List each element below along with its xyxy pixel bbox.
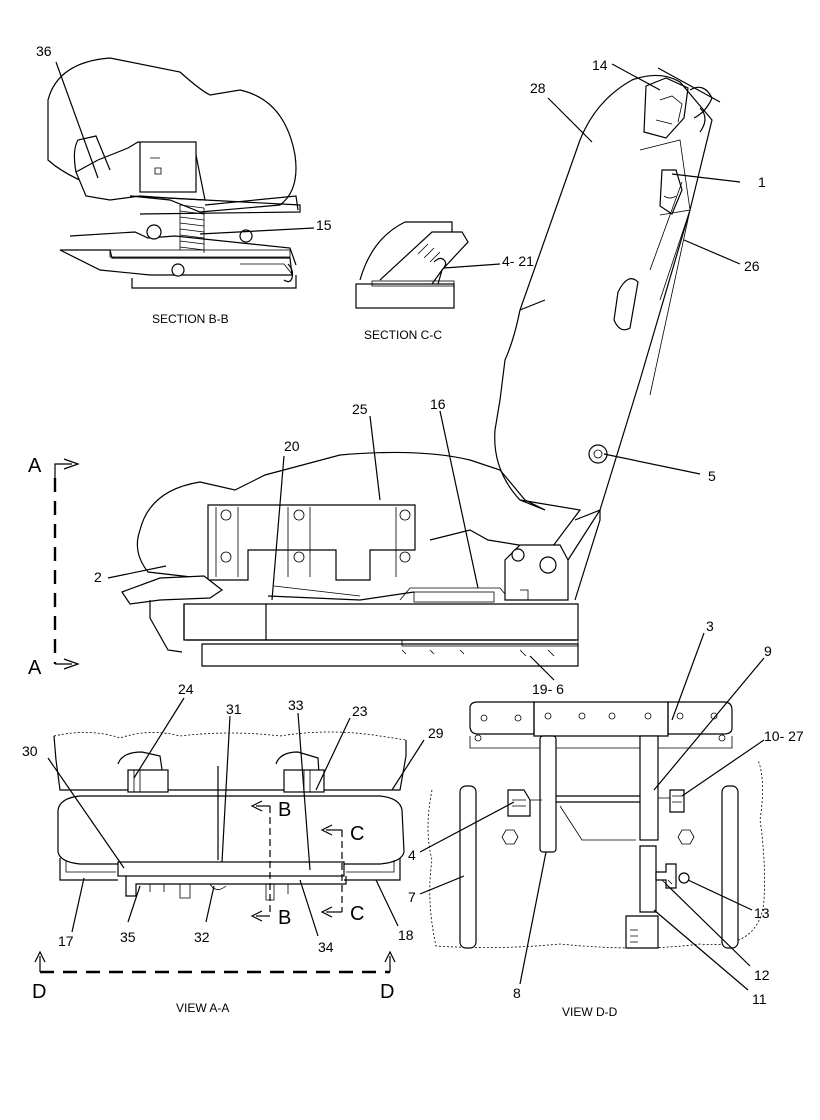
callout-1: 1 bbox=[758, 174, 766, 190]
leader-31 bbox=[221, 715, 231, 863]
leader-23 bbox=[315, 717, 351, 791]
callout-29: 29 bbox=[428, 725, 444, 741]
leader-34 bbox=[299, 879, 319, 937]
callout-4-21: 4- 21 bbox=[502, 253, 534, 269]
callout-17: 17 bbox=[58, 933, 74, 949]
callout-35: 35 bbox=[120, 929, 136, 945]
view-d-label-right: D bbox=[380, 981, 394, 1003]
leader-17 bbox=[71, 877, 85, 933]
leader-15 bbox=[199, 227, 315, 235]
callout-13: 13 bbox=[754, 905, 770, 921]
callout-33: 33 bbox=[288, 697, 304, 713]
section-b-b-caption: SECTION B-B bbox=[152, 312, 229, 326]
leader-26 bbox=[683, 239, 741, 265]
callout-12: 12 bbox=[754, 967, 770, 983]
view-a-label-top: A bbox=[28, 455, 42, 477]
leader-3 bbox=[671, 632, 705, 721]
callout-28: 28 bbox=[530, 80, 546, 96]
callout-32: 32 bbox=[194, 929, 210, 945]
leader-11 bbox=[653, 909, 749, 991]
leader-14 bbox=[657, 67, 721, 103]
view-c-label-upper: C bbox=[350, 823, 364, 845]
leader-4-21 bbox=[443, 263, 501, 269]
callout-9: 9 bbox=[764, 643, 772, 659]
callout-4: 4 bbox=[408, 847, 416, 863]
section-c-c-caption: SECTION C-C bbox=[364, 328, 442, 342]
leader-33 bbox=[297, 712, 311, 871]
leader-8 bbox=[519, 851, 547, 985]
leader-10-27 bbox=[681, 739, 765, 797]
callout-23: 23 bbox=[352, 703, 368, 719]
leader-9 bbox=[653, 657, 765, 791]
view-a-a-drawing bbox=[53, 731, 407, 901]
callout-10-27: 10- 27 bbox=[764, 728, 804, 744]
leader-36 bbox=[55, 61, 99, 179]
view-c-label-lower: C bbox=[350, 903, 364, 925]
view-d-d-caption: VIEW D-D bbox=[562, 1005, 618, 1019]
callout-18: 18 bbox=[398, 927, 414, 943]
callout-15: 15 bbox=[316, 217, 332, 233]
section-c-c-drawing bbox=[355, 221, 469, 309]
leader-30 bbox=[47, 757, 125, 869]
leader-13 bbox=[687, 879, 753, 911]
leader-20 bbox=[271, 455, 285, 601]
callout-11: 11 bbox=[752, 991, 767, 1007]
callout-26: 26 bbox=[744, 258, 760, 274]
view-d-d-drawing bbox=[427, 701, 765, 949]
leader-2 bbox=[107, 565, 167, 579]
view-a-a-caption: VIEW A-A bbox=[176, 1001, 229, 1015]
leader-32 bbox=[205, 885, 215, 923]
leader-35 bbox=[127, 885, 141, 923]
leader-4 bbox=[419, 801, 515, 853]
callout-30: 30 bbox=[22, 743, 38, 759]
leader-5 bbox=[603, 453, 701, 475]
view-b-label-upper: B bbox=[278, 799, 291, 821]
callout-8: 8 bbox=[513, 985, 521, 1001]
callout-31: 31 bbox=[226, 701, 242, 717]
leader-12 bbox=[665, 883, 751, 967]
callout-3: 3 bbox=[706, 618, 714, 634]
leader-18 bbox=[375, 879, 399, 927]
seat-side-view bbox=[121, 74, 713, 667]
callout-19-6: 19- 6 bbox=[532, 681, 564, 697]
callout-36: 36 bbox=[36, 43, 52, 59]
leader-24 bbox=[133, 697, 185, 779]
view-a-label-bottom: A bbox=[28, 657, 42, 679]
callout-16: 16 bbox=[430, 396, 446, 412]
leader-14b bbox=[611, 63, 661, 91]
leader-28 bbox=[547, 97, 593, 143]
callout-14: 14 bbox=[592, 57, 608, 73]
callout-34: 34 bbox=[318, 939, 334, 955]
leader-25 bbox=[369, 415, 381, 501]
section-c-cut-line bbox=[320, 824, 343, 918]
view-b-label-lower: B bbox=[278, 907, 291, 929]
leader-7 bbox=[419, 875, 465, 895]
leader-1 bbox=[671, 173, 741, 183]
section-b-cut-line bbox=[250, 800, 271, 922]
callout-20: 20 bbox=[284, 438, 300, 454]
leader-16 bbox=[439, 410, 479, 589]
callout-25: 25 bbox=[352, 401, 368, 417]
view-d-label-left: D bbox=[32, 981, 46, 1003]
view-a-marker bbox=[53, 458, 80, 670]
leader-29 bbox=[391, 739, 425, 791]
callout-5: 5 bbox=[708, 468, 716, 484]
callout-2: 2 bbox=[94, 569, 102, 585]
leader-19-6 bbox=[529, 655, 555, 681]
section-b-b-drawing bbox=[47, 57, 301, 289]
callout-7: 7 bbox=[408, 889, 416, 905]
callout-24: 24 bbox=[178, 681, 194, 697]
view-d-marker bbox=[34, 950, 396, 974]
